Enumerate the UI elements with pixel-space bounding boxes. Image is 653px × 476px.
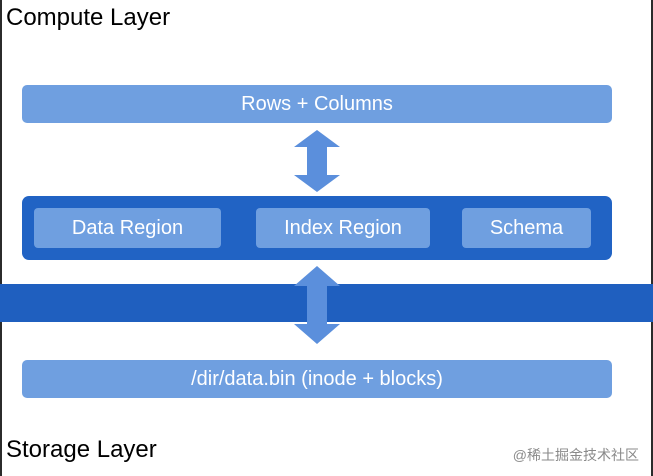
storage-layer-title: Storage Layer (6, 436, 157, 463)
double-arrow-icon (294, 266, 340, 344)
schema-region: Schema (462, 208, 591, 248)
data-file-bar: /dir/data.bin (inode + blocks) (22, 360, 612, 398)
data-region: Data Region (34, 208, 221, 248)
compute-layer-title: Compute Layer (6, 4, 171, 31)
double-arrow-icon (294, 130, 340, 192)
memory-regions-container: Data Region Index Region Schema (22, 196, 612, 260)
index-region: Index Region (256, 208, 430, 248)
watermark: @稀土掘金技术社区 (512, 447, 639, 463)
rows-columns-bar: Rows + Columns (22, 85, 612, 123)
